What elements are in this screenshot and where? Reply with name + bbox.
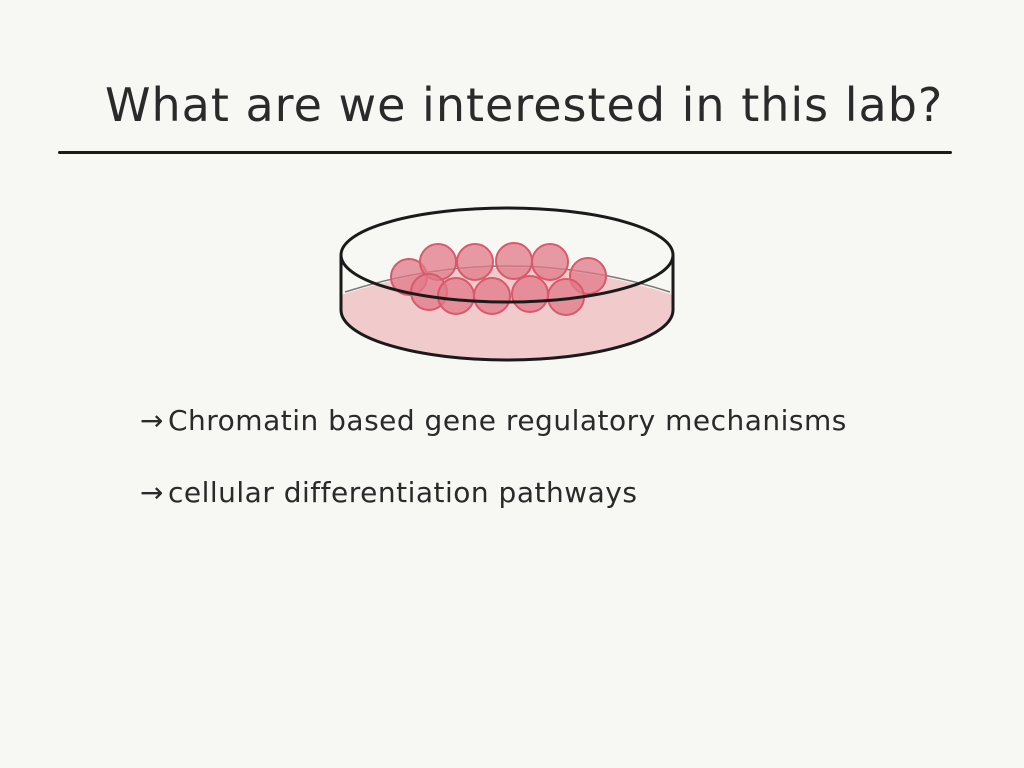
dish-bottom-rim (339, 309, 675, 362)
cell-cluster (390, 242, 607, 316)
cell (531, 243, 569, 281)
bullet-item-differentiation: →cellular differentiation pathways (140, 476, 637, 509)
arrow-icon: → (140, 476, 164, 509)
cell (437, 277, 475, 315)
cell (511, 275, 549, 313)
dish-top-rim (339, 206, 675, 304)
bullet-item-chromatin: →Chromatin based gene regulatory mechani… (140, 404, 847, 437)
cell (456, 243, 494, 281)
title-underline (58, 151, 952, 154)
bullet-text: cellular differentiation pathways (167, 476, 638, 509)
cell (473, 277, 511, 315)
arrow-icon: → (140, 404, 164, 437)
bullet-text: Chromatin based gene regulatory mechanis… (167, 404, 847, 437)
slide-title: What are we interested in this lab? (105, 78, 944, 132)
cell (495, 242, 533, 280)
